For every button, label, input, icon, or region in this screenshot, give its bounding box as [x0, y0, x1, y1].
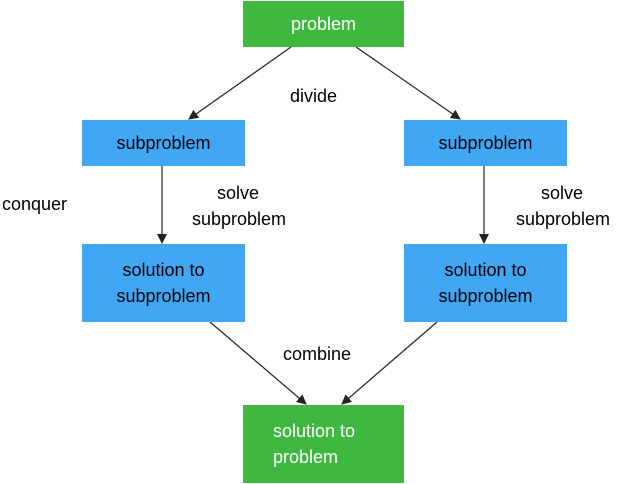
solution-problem-node: solution to problem	[243, 405, 404, 483]
conquer-label: conquer	[2, 194, 68, 214]
subproblem-node-right-label: subproblem	[438, 133, 533, 153]
solution-subproblem-node-left-label: solution to subproblem	[116, 260, 211, 306]
arrow-divide-right	[355, 46, 461, 120]
solution-subproblem-node-right-label: solution to subproblem	[438, 260, 533, 306]
solution-subproblem-node-right: solution to subproblem	[404, 244, 567, 322]
subproblem-node-left: subproblem	[82, 120, 245, 166]
subproblem-node-right: subproblem	[404, 120, 567, 166]
arrow-combine-left	[209, 321, 307, 405]
arrow-divide-left	[188, 46, 292, 120]
subproblem-node-left-label: subproblem	[116, 133, 211, 153]
problem-node: problem	[243, 1, 404, 47]
problem-node-label: problem	[290, 14, 357, 34]
combine-label: combine	[283, 344, 352, 364]
divide-label: divide	[290, 86, 338, 106]
arrow-combine-right	[341, 321, 438, 405]
solution-problem-node-label: solution to problem	[273, 421, 356, 467]
solution-subproblem-node-left: solution to subproblem	[82, 244, 245, 322]
